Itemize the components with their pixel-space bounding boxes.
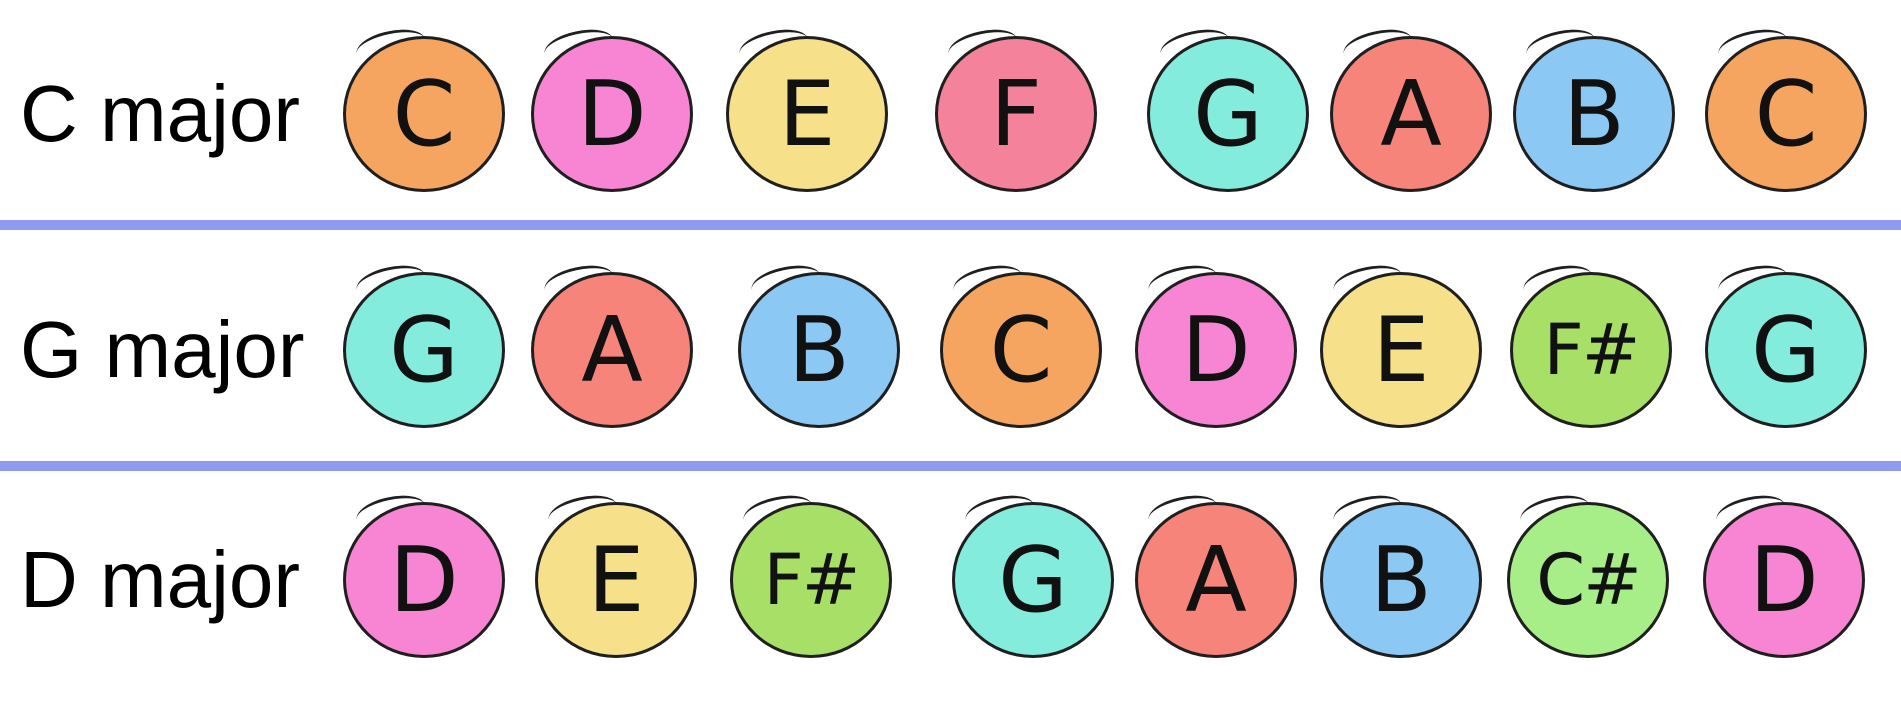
note-label: G <box>389 297 459 403</box>
note-label: A <box>1380 61 1442 167</box>
note-circle[interactable]: C <box>343 36 505 192</box>
scale-divider <box>0 461 1901 471</box>
note-circle[interactable]: F <box>935 36 1097 192</box>
note-label: E <box>778 61 836 167</box>
note-label: D <box>389 527 459 633</box>
note-circle[interactable]: A <box>1135 502 1297 658</box>
note-circle[interactable]: A <box>1330 36 1492 192</box>
note-circle[interactable]: C# <box>1507 502 1669 658</box>
note-circle[interactable]: B <box>738 272 900 428</box>
note-label: F# <box>763 539 861 621</box>
note-circle[interactable]: C <box>940 272 1102 428</box>
note-label: E <box>587 527 645 633</box>
note-label: G <box>998 527 1068 633</box>
note-circle[interactable]: A <box>531 272 693 428</box>
scale-row-d-major: D major D E F# G A B C# D <box>0 470 1901 690</box>
note-label: F <box>990 61 1042 167</box>
scale-label: G major <box>20 305 305 394</box>
scale-row-g-major: G major G A B C D E F# G <box>0 240 1901 460</box>
note-label: B <box>788 297 850 403</box>
note-circle[interactable]: B <box>1513 36 1675 192</box>
note-circle[interactable]: D <box>531 36 693 192</box>
note-label: G <box>1751 297 1821 403</box>
note-circle[interactable]: G <box>343 272 505 428</box>
note-label: D <box>577 61 647 167</box>
note-label: E <box>1372 297 1430 403</box>
note-circle[interactable]: E <box>535 502 697 658</box>
note-circle[interactable]: F# <box>1510 272 1672 428</box>
note-label: D <box>1181 297 1251 403</box>
note-label: D <box>1749 527 1819 633</box>
note-label: F# <box>1543 309 1641 391</box>
scale-label: D major <box>20 535 301 624</box>
note-circle[interactable]: G <box>1147 36 1309 192</box>
scale-row-c-major: C major C D E F G A B C <box>0 4 1901 224</box>
note-label: A <box>581 297 643 403</box>
note-circle[interactable]: F# <box>730 502 892 658</box>
note-circle[interactable]: B <box>1320 502 1482 658</box>
note-label: C <box>392 61 456 167</box>
note-label: A <box>1185 527 1247 633</box>
note-label: C# <box>1536 539 1642 621</box>
note-circle[interactable]: D <box>1135 272 1297 428</box>
scale-label: C major <box>20 69 301 158</box>
scale-divider <box>0 220 1901 230</box>
note-label: G <box>1193 61 1263 167</box>
note-circle[interactable]: G <box>1705 272 1867 428</box>
note-circle[interactable]: E <box>1320 272 1482 428</box>
note-circle[interactable]: C <box>1705 36 1867 192</box>
note-label: C <box>989 297 1053 403</box>
note-label: B <box>1563 61 1625 167</box>
note-label: B <box>1370 527 1432 633</box>
note-circle[interactable]: E <box>726 36 888 192</box>
note-circle[interactable]: D <box>1703 502 1865 658</box>
note-circle[interactable]: D <box>343 502 505 658</box>
note-label: C <box>1754 61 1818 167</box>
note-circle[interactable]: G <box>952 502 1114 658</box>
